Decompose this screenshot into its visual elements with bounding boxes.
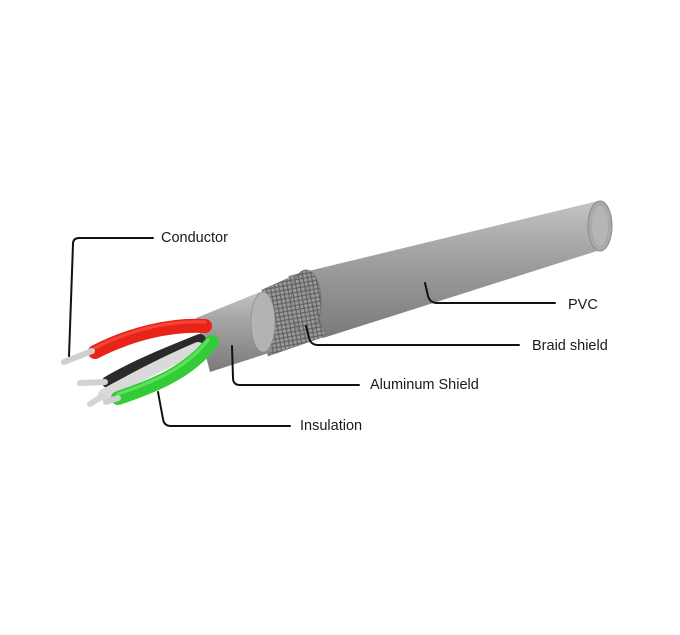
braid-shield (261, 269, 327, 357)
leader-aluminum (231, 345, 360, 386)
leader-insulation (157, 391, 291, 427)
label-conductor: Conductor (161, 230, 228, 246)
pvc-jacket (288, 200, 613, 338)
label-braid-shield: Braid shield (532, 338, 608, 354)
label-pvc: PVC (568, 297, 598, 313)
conductors (61, 348, 121, 407)
insulated-wires (88, 318, 219, 405)
conductor-red (61, 348, 95, 365)
label-aluminum-shield: Aluminum Shield (370, 377, 479, 393)
conductor-green (103, 395, 121, 405)
wire-white (98, 342, 204, 401)
leader-conductor (68, 237, 154, 357)
aluminum-shield (196, 291, 276, 372)
leader-braid (305, 325, 520, 346)
leader-pvc (424, 282, 556, 304)
label-insulation: Insulation (300, 418, 363, 434)
wire-green (111, 335, 219, 405)
conductor-black (77, 379, 108, 386)
conductor-white (87, 393, 106, 407)
wire-red (88, 318, 212, 359)
wire-black (102, 334, 206, 388)
